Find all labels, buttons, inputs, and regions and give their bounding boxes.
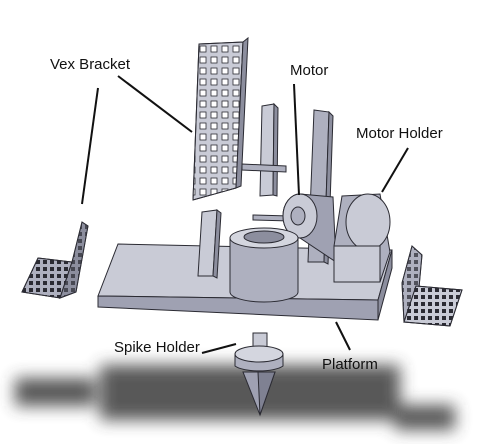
leader-platform: [335, 321, 351, 351]
label-vex-bracket: Vex Bracket: [50, 56, 131, 73]
label-spike-holder: Spike Holder: [114, 339, 200, 356]
right-bracket: [401, 245, 463, 327]
leader-spike-holder: [201, 343, 237, 354]
motor-holder: [333, 193, 391, 283]
upright-link: [259, 102, 279, 197]
leader-vex-bracket-left: [81, 87, 99, 205]
left-bracket: [21, 221, 89, 299]
label-motor-holder: Motor Holder: [356, 125, 443, 142]
label-motor: Motor: [290, 62, 328, 79]
vex-bracket-plate: [192, 36, 249, 201]
axle-shaft: [241, 163, 291, 222]
spike-holder: [234, 332, 284, 417]
ground-shadow: [15, 365, 455, 430]
motor: [282, 193, 337, 263]
leader-motor: [293, 83, 300, 196]
cylinder-hub: [229, 227, 299, 303]
leader-lines: [81, 75, 409, 354]
label-platform: Platform: [322, 356, 378, 373]
leader-vex-bracket: [117, 75, 193, 133]
leader-motor-holder: [381, 147, 409, 193]
standoff-post-left: [197, 209, 222, 279]
